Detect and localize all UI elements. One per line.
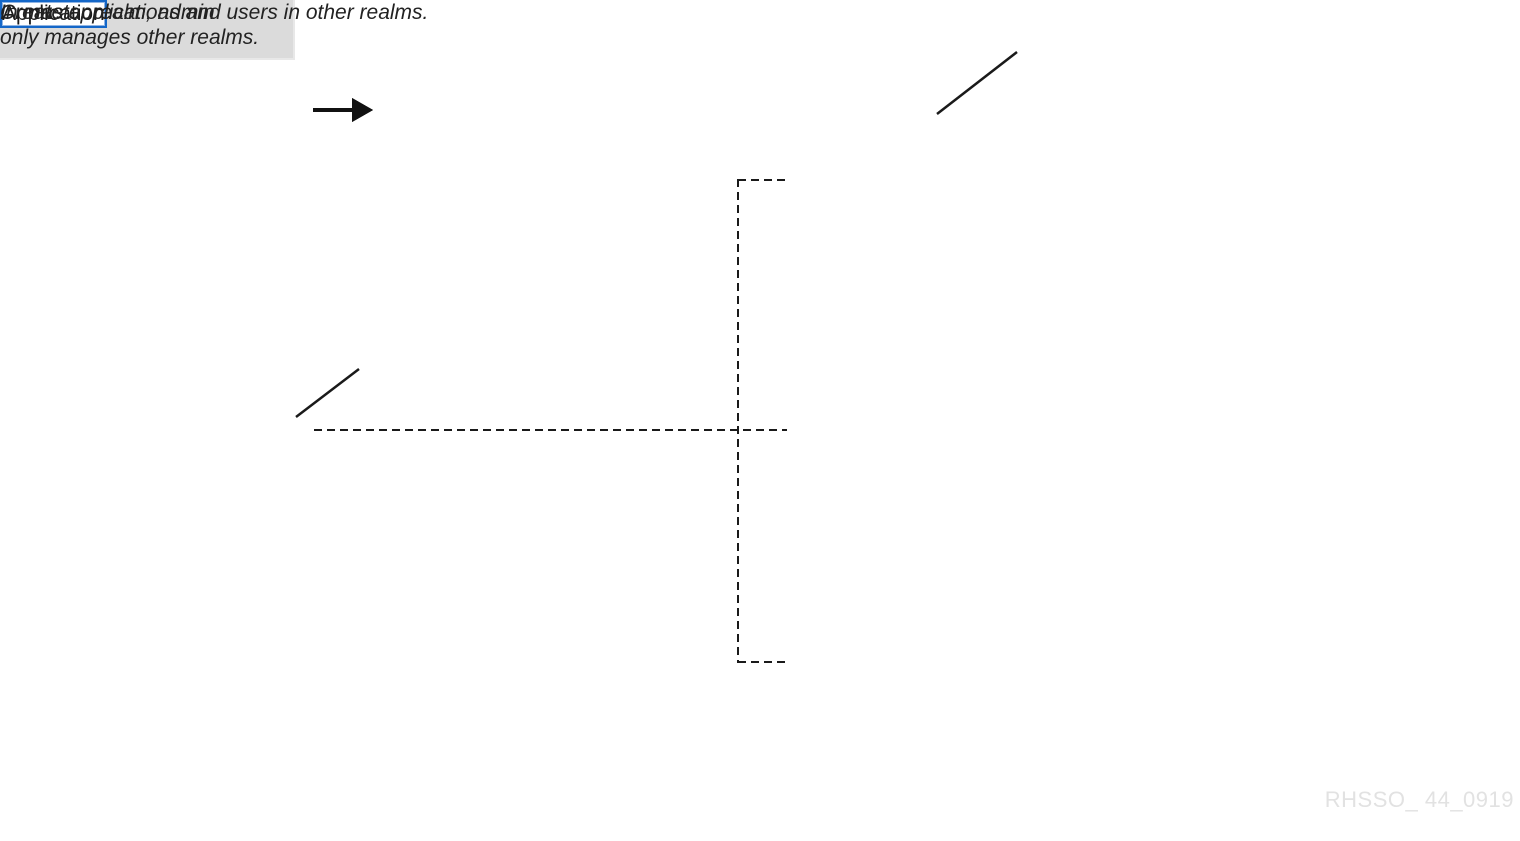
application-box: Application <box>0 0 107 28</box>
annotation-master-line1: In master realm, admin <box>0 1 215 24</box>
application-box-label: Application <box>2 2 105 25</box>
user-to-application-arrow-head <box>352 98 373 122</box>
annotation-create-text: Create applications and users in other r… <box>0 1 429 24</box>
annotation-create-applications: Create applications and users in other r… <box>0 0 428 25</box>
leader-line-create-annotation <box>936 51 1018 115</box>
annotation-master-line2: only manages other realms. <box>0 26 260 49</box>
annotation-master-realm: In master realm, admin only manages othe… <box>0 0 259 50</box>
watermark-label: RHSSO_ 44_0919 <box>1324 787 1514 812</box>
leader-line-master-annotation <box>295 368 360 418</box>
user-to-application-arrow-shaft <box>313 108 355 112</box>
